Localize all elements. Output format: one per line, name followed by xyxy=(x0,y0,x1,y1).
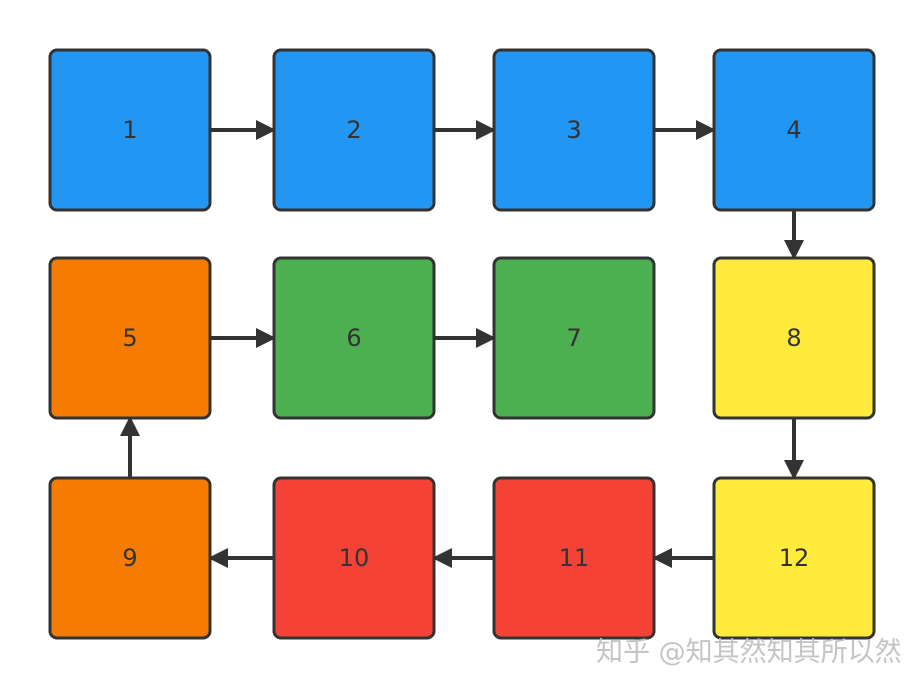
node-8: 8 xyxy=(712,256,876,420)
node-label: 7 xyxy=(566,324,581,352)
node-label: 8 xyxy=(786,324,801,352)
watermark: 知乎 @知其然知其所以然 xyxy=(596,637,902,668)
node-box xyxy=(492,476,656,640)
node-1: 1 xyxy=(48,48,212,212)
node-3: 3 xyxy=(492,48,656,212)
node-label: 4 xyxy=(786,116,801,144)
node-box xyxy=(492,256,656,420)
node-label: 6 xyxy=(346,324,361,352)
node-box xyxy=(712,48,876,212)
edges-layer xyxy=(120,120,804,568)
node-11: 11 xyxy=(492,476,656,640)
node-label: 2 xyxy=(346,116,361,144)
node-box xyxy=(272,48,436,212)
node-box xyxy=(492,48,656,212)
node-label: 10 xyxy=(339,544,370,572)
node-9: 9 xyxy=(48,476,212,640)
node-5: 5 xyxy=(48,256,212,420)
node-label: 9 xyxy=(122,544,137,572)
node-label: 12 xyxy=(779,544,810,572)
node-label: 1 xyxy=(122,116,137,144)
node-4: 4 xyxy=(712,48,876,212)
node-2: 2 xyxy=(272,48,436,212)
node-label: 11 xyxy=(559,544,590,572)
node-label: 5 xyxy=(122,324,137,352)
node-box xyxy=(712,256,876,420)
node-box xyxy=(48,476,212,640)
node-12: 12 xyxy=(712,476,876,640)
node-box xyxy=(48,256,212,420)
node-box xyxy=(712,476,876,640)
node-box xyxy=(272,256,436,420)
node-box xyxy=(48,48,212,212)
node-label: 3 xyxy=(566,116,581,144)
node-7: 7 xyxy=(492,256,656,420)
node-6: 6 xyxy=(272,256,436,420)
node-10: 10 xyxy=(272,476,436,640)
node-box xyxy=(272,476,436,640)
